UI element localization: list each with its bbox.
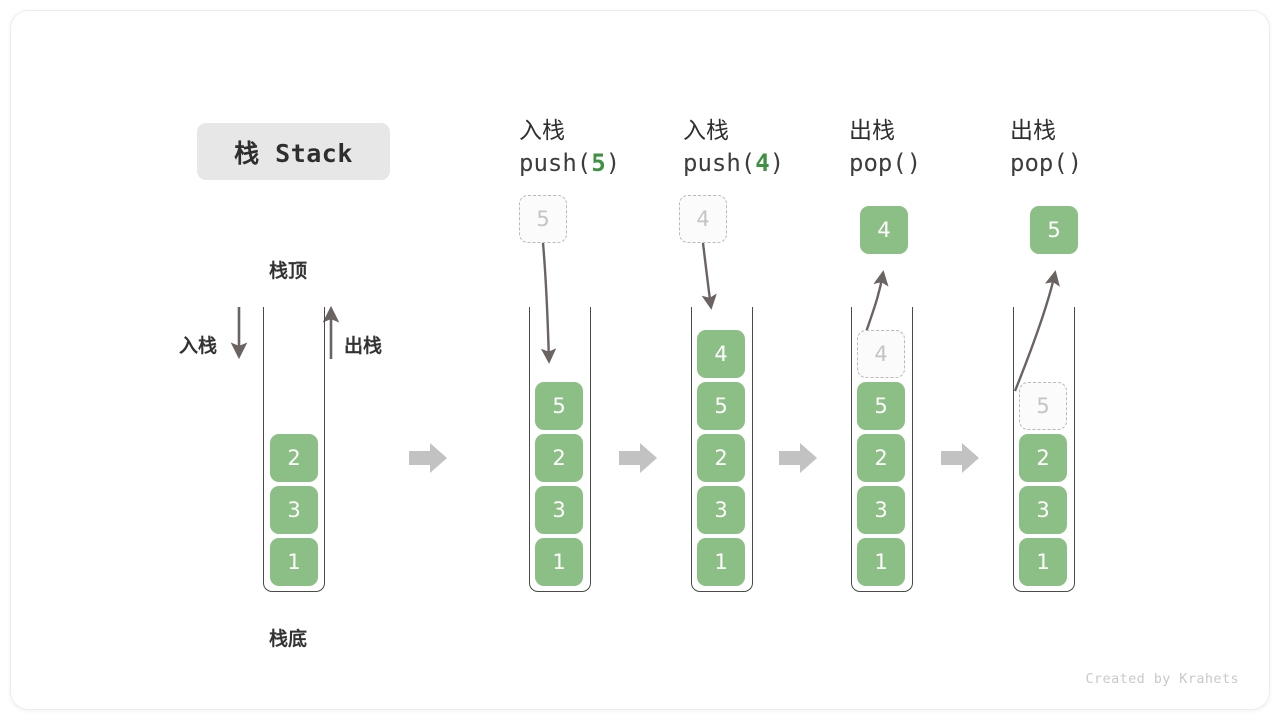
stack-container-pop-2 (1013, 307, 1075, 592)
stack-container-push-4 (691, 307, 753, 592)
operation-label-push-4: 入栈 push(4) (683, 116, 784, 179)
pop-label: 出栈 (344, 335, 383, 357)
operation-label-push-5: 入栈 push(5) (519, 116, 620, 179)
code-suffix: ) (605, 149, 621, 178)
popped-element: 4 (860, 206, 908, 254)
stack-element: 2 (535, 434, 583, 482)
operation-label-pop-1: 出栈 pop() (849, 116, 921, 179)
operation-code: pop() (849, 149, 922, 178)
stack-element: 3 (535, 486, 583, 534)
page-title: 栈 Stack (197, 123, 390, 180)
stack-element: 1 (857, 538, 905, 586)
operation-label-pop-2: 出栈 pop() (1010, 116, 1082, 179)
code-prefix: push( (519, 149, 592, 178)
operation-cn: 入栈 (519, 118, 565, 144)
stack-container-pop-1 (851, 307, 913, 592)
stack-element: 4 (697, 330, 745, 378)
stack-element: 1 (697, 538, 745, 586)
stack-element: 1 (535, 538, 583, 586)
stack-bottom-label: 栈底 (269, 628, 308, 650)
stack-element: 2 (1019, 434, 1067, 482)
stack-element: 5 (697, 382, 745, 430)
stack-element: 3 (857, 486, 905, 534)
stack-container-initial (263, 307, 325, 592)
stack-element: 3 (1019, 486, 1067, 534)
push-4-flow-arrow (701, 242, 717, 310)
stack-element: 2 (857, 434, 905, 482)
operation-code: pop() (1010, 149, 1083, 178)
vacated-slot-ghost: 4 (857, 330, 905, 378)
credit-text: Created by Krahets (1085, 671, 1239, 687)
stack-element: 3 (697, 486, 745, 534)
stack-container-push-5 (529, 307, 591, 592)
code-arg: 5 (591, 149, 606, 178)
code-suffix: ) (769, 149, 785, 178)
step-arrow (941, 441, 979, 475)
stack-element: 5 (535, 382, 583, 430)
operation-cn: 出栈 (849, 118, 895, 144)
stack-element: 2 (697, 434, 745, 482)
operation-code: push(5) (519, 147, 620, 179)
step-arrow (409, 441, 447, 475)
operation-code: push(4) (683, 147, 784, 179)
incoming-element-ghost: 4 (679, 195, 727, 243)
incoming-element-ghost: 5 (519, 195, 567, 243)
stack-element: 3 (270, 486, 318, 534)
step-arrow (619, 441, 657, 475)
stack-element: 2 (270, 434, 318, 482)
vacated-slot-ghost: 5 (1019, 382, 1067, 430)
diagram-card: 栈 Stack (10, 10, 1270, 710)
operation-cn: 出栈 (1010, 118, 1056, 144)
code-arg: 4 (755, 149, 770, 178)
stack-element: 5 (857, 382, 905, 430)
operation-cn: 入栈 (683, 118, 729, 144)
stack-top-label: 栈顶 (269, 260, 308, 282)
stack-element: 1 (1019, 538, 1067, 586)
code-prefix: push( (683, 149, 756, 178)
push-label: 入栈 (179, 335, 218, 357)
stack-element: 1 (270, 538, 318, 586)
popped-element: 5 (1030, 206, 1078, 254)
step-arrow (779, 441, 817, 475)
